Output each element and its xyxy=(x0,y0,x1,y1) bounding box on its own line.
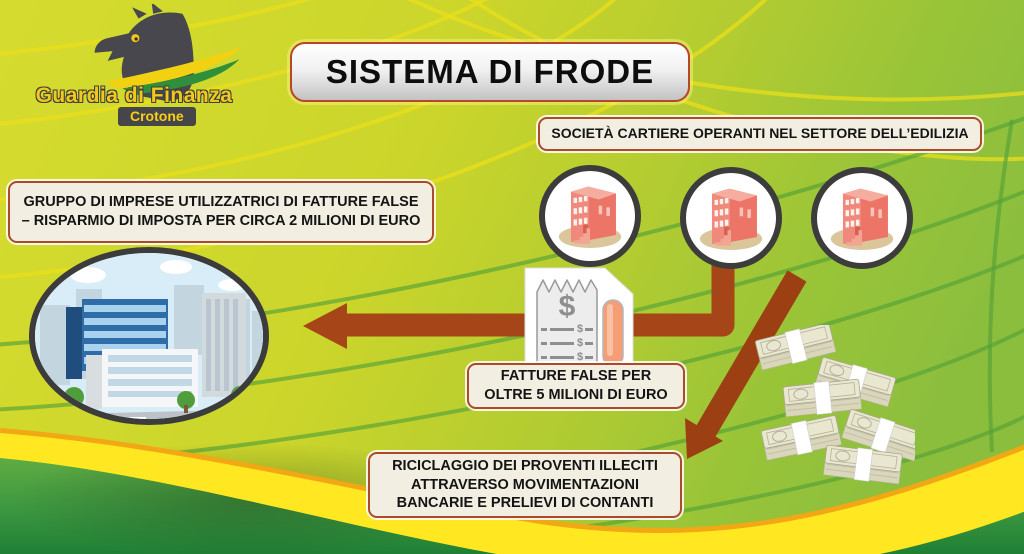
dollar-glyph: $ xyxy=(577,337,583,349)
company-group-ellipse xyxy=(26,245,274,429)
dollar-glyph: $ xyxy=(559,290,576,323)
title-box: SISTEMA DI FRODE xyxy=(290,42,690,102)
logo-unit-badge: Crotone xyxy=(118,107,196,126)
logo-organization-name: Guardia di Finanza xyxy=(35,84,233,107)
arrow-invoices-to-user-group xyxy=(303,255,735,349)
arrow-to-laundering xyxy=(685,270,807,459)
red-building-icon xyxy=(558,186,622,249)
shell-company-circle-2 xyxy=(680,167,782,269)
dollar-glyph: $ xyxy=(577,351,583,363)
griffin-icon xyxy=(94,4,243,101)
office-buildings-icon xyxy=(29,247,269,425)
shell-company-circle-1 xyxy=(539,165,641,267)
shell-companies-label: SOCIETÀ CARTIERE OPERANTI NEL SETTORE DE… xyxy=(538,117,982,151)
shell-company-circle-3 xyxy=(811,167,913,269)
red-building-icon xyxy=(699,188,763,251)
money-stacks-icon xyxy=(735,325,915,485)
page-title: SISTEMA DI FRODE xyxy=(325,53,655,90)
red-building-icon xyxy=(830,188,894,251)
invoice-icon: $ $ $ $ xyxy=(519,264,641,378)
user-group-label: GRUPPO DI IMPRESE UTILIZZATRICI DI FATTU… xyxy=(8,181,434,243)
laundering-label: RICICLAGGIO DEI PROVENTI ILLECITI ATTRAV… xyxy=(368,452,682,518)
gdf-logo: Guardia di Finanza Crotone xyxy=(8,4,260,130)
dollar-glyph: $ xyxy=(577,323,583,335)
fake-invoices-label: FATTURE FALSE PER OLTRE 5 MILIONI DI EUR… xyxy=(467,363,685,409)
